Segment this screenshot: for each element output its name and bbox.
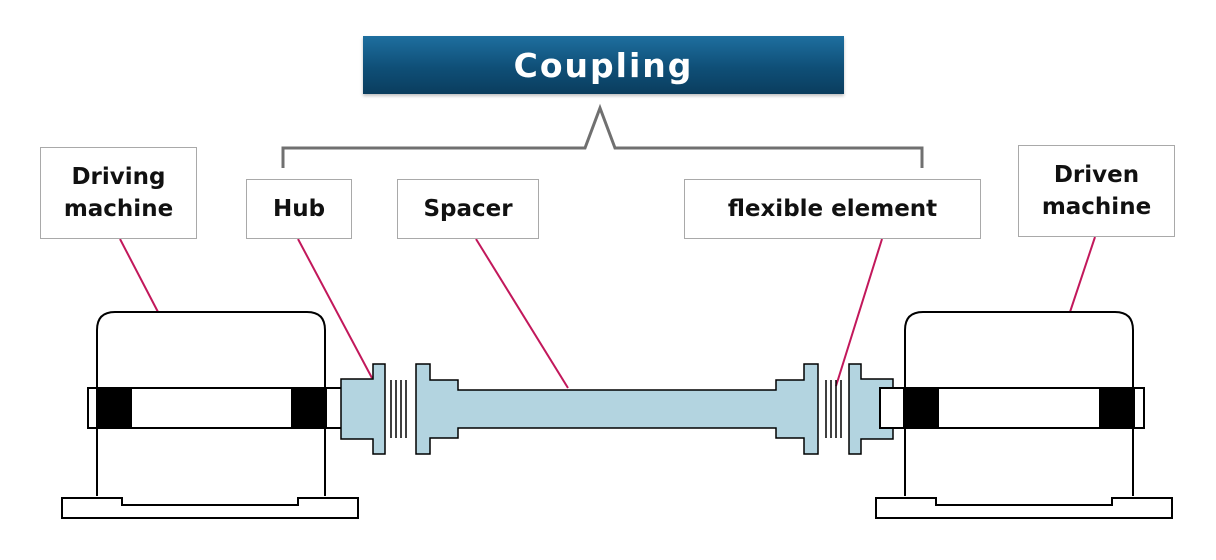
leader-driven-machine (1069, 236, 1096, 313)
coupling-title-banner: Coupling (363, 36, 844, 94)
left-flexible-element (390, 380, 407, 438)
driving-machine-drawing (61, 311, 359, 519)
driven-machine-label: Driven machine (1041, 162, 1152, 220)
coupling-title: Coupling (513, 45, 694, 85)
driven-shaft-band-right (1099, 387, 1135, 429)
right-hub (848, 363, 894, 455)
leader-driving-machine (119, 238, 159, 313)
driving-shaft-band-right (291, 387, 327, 429)
leader-spacer (475, 238, 569, 389)
driving-shaft-band-left (96, 387, 132, 429)
driving-machine-label-box: Driving machine (40, 147, 197, 239)
hub-label: Hub (272, 196, 326, 222)
spacer-label: Spacer (423, 196, 513, 222)
driving-machine-label: Driving machine (63, 164, 174, 222)
spacer-label-box: Spacer (397, 179, 539, 239)
driven-machine-base (875, 497, 1173, 519)
driven-machine-drawing (875, 311, 1173, 519)
right-flexible-element (825, 380, 842, 438)
flexible-element-label-box: flexible element (684, 179, 981, 239)
hub-label-box: Hub (246, 179, 352, 239)
spacer-body (415, 363, 819, 455)
flexible-element-label: flexible element (727, 196, 938, 222)
coupling-bracket (281, 103, 924, 168)
driven-shaft-band-left (903, 387, 939, 429)
leader-lines (119, 236, 1096, 389)
left-hub (340, 363, 386, 455)
driving-machine-base (61, 497, 359, 519)
leader-flexible-element (835, 238, 883, 387)
leader-hub (297, 238, 373, 379)
driven-machine-label-box: Driven machine (1018, 145, 1175, 237)
